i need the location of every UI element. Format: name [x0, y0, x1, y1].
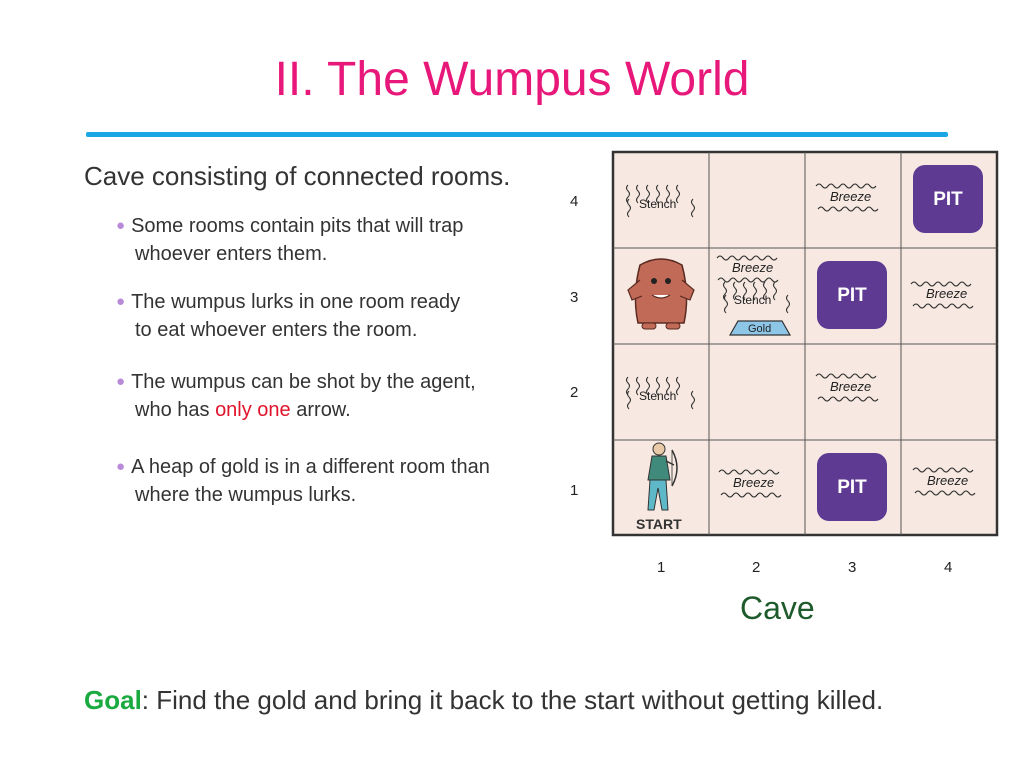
pit-cell-4-4: PIT [913, 165, 983, 233]
breeze-cell-4-3: Breeze [910, 281, 974, 309]
svg-text:Breeze: Breeze [830, 189, 871, 204]
bullet-dot-icon: ● [116, 293, 126, 310]
breeze-cell-2-1: Breeze [718, 469, 782, 498]
highlight-only-one: only one [215, 399, 291, 421]
bullet-dot-icon: ● [116, 458, 126, 475]
cave-label: Cave [740, 590, 815, 626]
col-label-3: 3 [848, 559, 856, 576]
start-label: START [636, 516, 682, 532]
row-label-2: 2 [570, 384, 578, 401]
col-label-1: 1 [657, 559, 665, 576]
goal-label: Goal [84, 685, 142, 715]
breeze-stench-gold-cell-2-3: Breeze Stench Gold [716, 255, 792, 336]
pit-cell-3-3: PIT [817, 261, 887, 329]
bullet-dot-icon: ● [116, 373, 126, 390]
svg-text:Breeze: Breeze [927, 473, 968, 488]
col-label-4: 4 [944, 559, 952, 576]
breeze-cell-3-4: Breeze [815, 183, 879, 212]
cave-grid: 4 3 2 1 1 2 3 4 Stench Breeze PIT [560, 145, 1010, 585]
wumpus-icon [627, 258, 695, 330]
svg-text:PIT: PIT [933, 189, 963, 210]
svg-text:Gold: Gold [748, 323, 771, 335]
svg-text:Stench: Stench [639, 389, 676, 403]
bullet-arrow: ●The wumpus can be shot by the agent, wh… [116, 371, 476, 421]
breeze-cell-3-2: Breeze [815, 373, 879, 402]
stench-cell-1-2: Stench [625, 376, 696, 410]
row-label-3: 3 [570, 289, 578, 306]
stench-cell-1-4: Stench [625, 184, 696, 218]
svg-text:PIT: PIT [837, 285, 867, 306]
svg-text:Breeze: Breeze [926, 286, 967, 301]
bullet-dot-icon: ● [116, 217, 126, 234]
col-label-2: 2 [752, 559, 760, 576]
slide-title: II. The Wumpus World [274, 53, 750, 106]
gold-icon [728, 320, 792, 336]
svg-text:PIT: PIT [837, 477, 867, 498]
title-divider [86, 132, 948, 137]
main-heading: Cave consisting of connected rooms. [84, 161, 511, 191]
row-label-1: 1 [570, 482, 578, 499]
svg-text:Stench: Stench [639, 197, 676, 211]
svg-text:Breeze: Breeze [732, 260, 773, 275]
goal-statement: Goal: Find the gold and bring it back to… [84, 685, 884, 715]
bullet-wumpus: ●The wumpus lurks in one room ready to e… [116, 291, 461, 341]
svg-text:Stench: Stench [734, 293, 771, 307]
svg-text:Breeze: Breeze [733, 475, 774, 490]
svg-text:Breeze: Breeze [830, 379, 871, 394]
pit-cell-3-1: PIT [817, 453, 887, 521]
agent-icon [647, 442, 678, 511]
row-label-4: 4 [570, 193, 578, 210]
bullet-pits: ●Some rooms contain pits that will trap … [116, 215, 464, 265]
breeze-cell-4-1: Breeze [912, 467, 976, 496]
bullet-gold: ●A heap of gold is in a different room t… [116, 456, 490, 506]
